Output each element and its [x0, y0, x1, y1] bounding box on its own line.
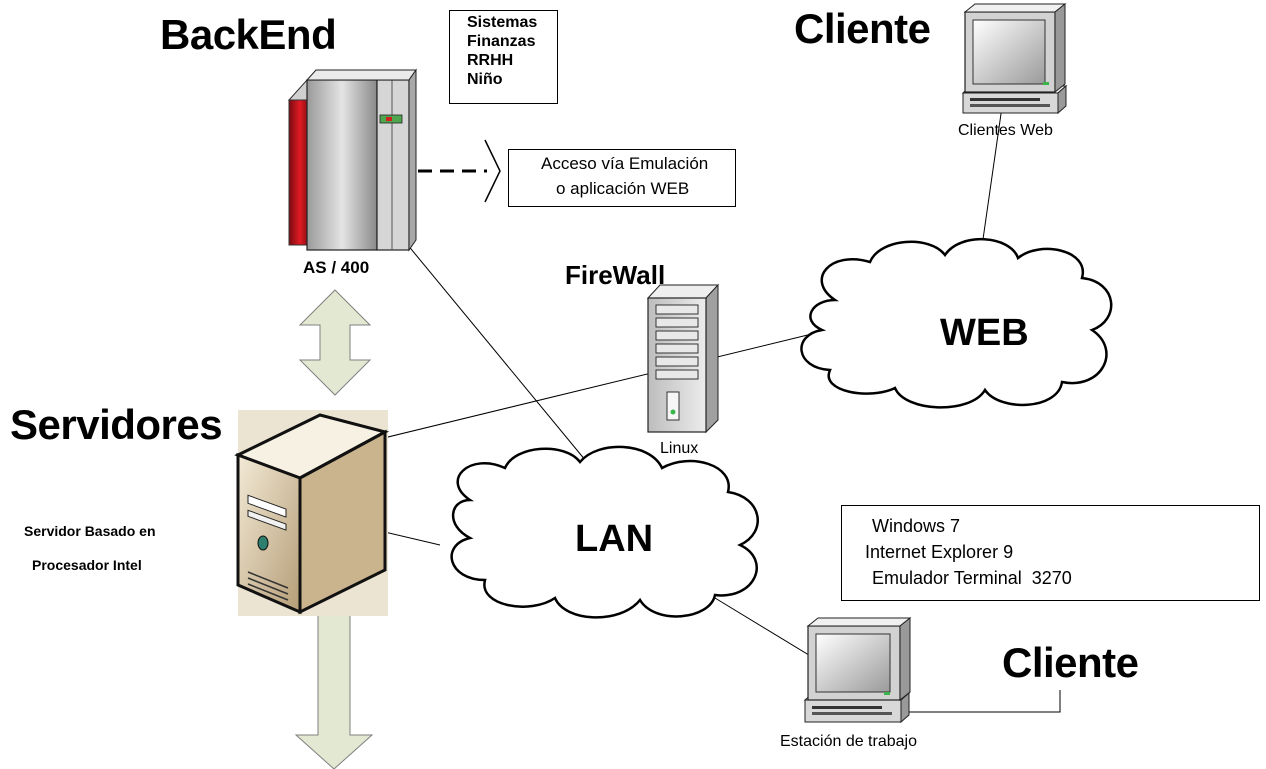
module-item: Finanzas: [467, 33, 536, 50]
workstation-software-box: Windows 7 Internet Explorer 9 Emulador T…: [841, 505, 1260, 601]
workstation-title: Cliente: [1002, 639, 1139, 686]
modules-list: Sistemas Finanzas RRHH Niño: [467, 13, 537, 89]
web-cloud-icon: [800, 237, 1113, 409]
workstation-computer-icon: [803, 616, 912, 724]
firewall-tower-icon: [646, 283, 720, 434]
firewall-title: FireWall: [565, 260, 666, 290]
web-client-computer-icon: [961, 2, 1068, 115]
access-note-line-2: o aplicación WEB: [556, 179, 690, 198]
double-arrow-icon: [298, 289, 372, 396]
lan-cloud-label: LAN: [575, 518, 654, 560]
backend-title: BackEnd: [160, 11, 337, 58]
web-client-title: Cliente: [794, 5, 931, 52]
modules-box: Sistemas Finanzas RRHH Niño: [449, 10, 558, 104]
module-item: Niño: [467, 71, 503, 88]
as400-label: AS / 400: [303, 258, 370, 277]
access-arrow: [418, 139, 501, 203]
software-item: Windows 7: [872, 516, 961, 536]
servers-title: Servidores: [10, 401, 223, 448]
module-item: Sistemas: [467, 14, 538, 31]
access-note-line-1: Acceso vía Emulación: [541, 154, 709, 173]
down-arrow-icon: [294, 611, 374, 769]
server-description-line-2: Procesador Intel: [32, 557, 142, 573]
web-client-label: Clientes Web: [958, 122, 1053, 139]
link-server-web: [354, 331, 821, 446]
software-item: Internet Explorer 9: [865, 542, 1014, 562]
access-note-box: Acceso vía Emulación o aplicación WEB: [508, 149, 736, 207]
link-workstation-label: [888, 690, 1061, 713]
software-item: Emulador Terminal 3270: [872, 568, 1072, 588]
lan-cloud-icon: [450, 445, 759, 619]
firewall-os-label: Linux: [660, 440, 699, 457]
workstation-label: Estación de trabajo: [780, 733, 917, 750]
server-description-line-1: Servidor Basado en: [24, 523, 156, 539]
as400-mainframe-icon: [287, 68, 417, 252]
module-item: RRHH: [467, 52, 514, 69]
intel-server-icon: [234, 410, 390, 616]
web-cloud-label: WEB: [940, 312, 1029, 354]
